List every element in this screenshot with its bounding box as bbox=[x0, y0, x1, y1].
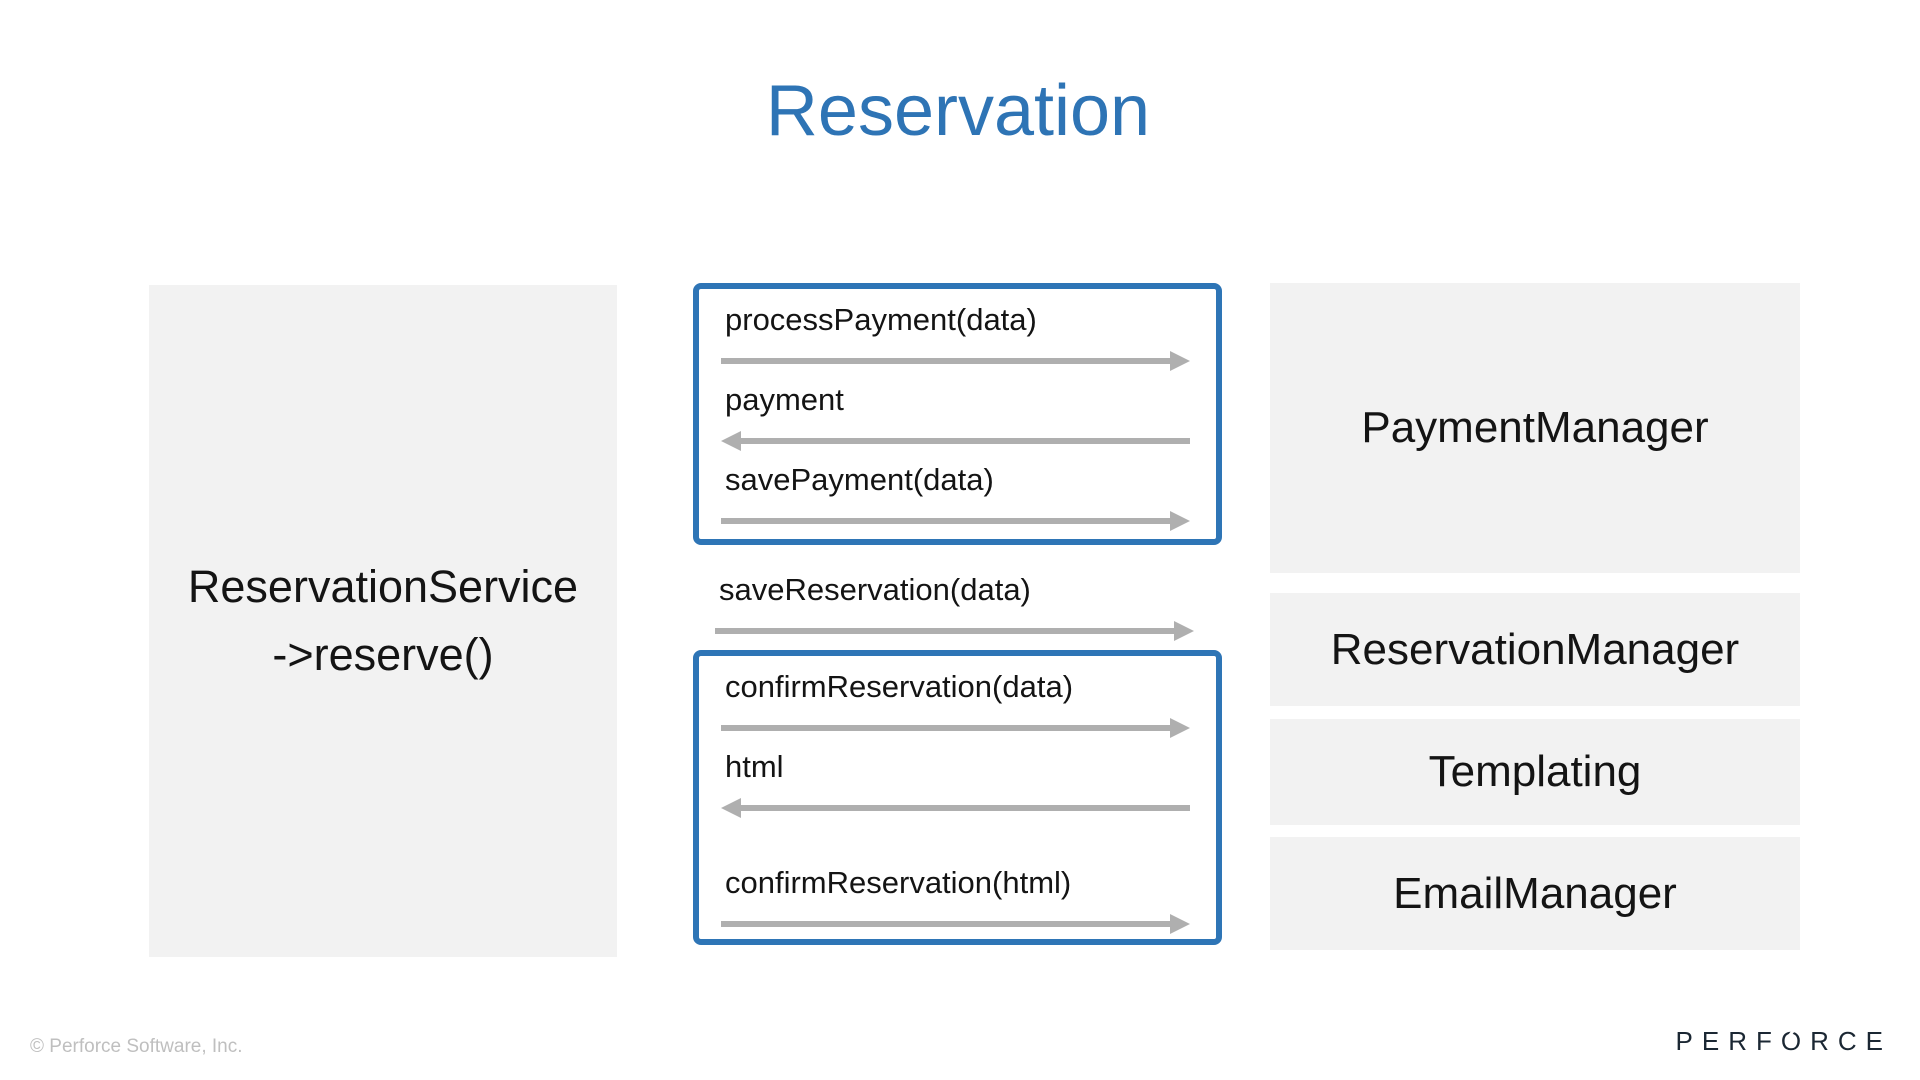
perforce-logo: PERFORCE bbox=[1676, 1026, 1892, 1057]
confirm-message-group: confirmReservation(data) html confirmRes… bbox=[693, 650, 1222, 945]
arrow-left-icon bbox=[721, 798, 1190, 818]
copyright-text: © Perforce Software, Inc. bbox=[30, 1036, 243, 1057]
arrow-shaft bbox=[721, 358, 1174, 364]
message-html: html bbox=[725, 749, 784, 784]
message-process-payment: processPayment(data) bbox=[725, 302, 1037, 337]
arrow-shaft bbox=[721, 518, 1174, 524]
arrow-head bbox=[721, 798, 741, 818]
arrow-shaft bbox=[721, 725, 1174, 731]
reservation-manager-label: ReservationManager bbox=[1330, 624, 1740, 674]
arrow-head bbox=[1174, 621, 1194, 641]
email-manager-panel: EmailManager bbox=[1270, 837, 1800, 950]
message-payment: payment bbox=[725, 382, 844, 417]
message-confirm-reservation-data: confirmReservation(data) bbox=[725, 669, 1074, 704]
reservation-manager-panel: ReservationManager bbox=[1270, 593, 1800, 706]
payment-message-group: processPayment(data) payment savePayment… bbox=[693, 283, 1222, 545]
reservation-service-panel: ReservationService ->reserve() bbox=[149, 285, 617, 957]
arrow-shaft bbox=[737, 438, 1190, 444]
templating-panel: Templating bbox=[1270, 719, 1800, 825]
arrow-head bbox=[1170, 351, 1190, 371]
perforce-logo-o-glyph: O bbox=[1780, 1026, 1811, 1056]
arrow-head bbox=[721, 431, 741, 451]
perforce-logo-text-pre: PERF bbox=[1675, 1026, 1781, 1056]
save-reservation-message: saveReservation(data) bbox=[693, 563, 1222, 641]
slide-title: Reservation bbox=[765, 71, 1151, 151]
arrow-right-icon bbox=[721, 351, 1190, 371]
templating-label: Templating bbox=[1428, 747, 1642, 796]
arrow-head bbox=[1170, 511, 1190, 531]
arrow-right-icon bbox=[715, 621, 1194, 641]
arrow-right-icon bbox=[721, 914, 1190, 934]
arrow-right-icon bbox=[721, 511, 1190, 531]
arrow-head bbox=[1170, 718, 1190, 738]
arrow-shaft bbox=[721, 921, 1174, 927]
arrow-right-icon bbox=[721, 718, 1190, 738]
arrow-head bbox=[1170, 914, 1190, 934]
email-manager-label: EmailManager bbox=[1393, 868, 1677, 918]
perforce-logo-text-post: RCE bbox=[1810, 1026, 1892, 1056]
message-save-payment: savePayment(data) bbox=[725, 462, 994, 497]
arrow-shaft bbox=[715, 628, 1178, 634]
reservation-service-label-line1: ReservationService bbox=[187, 561, 579, 612]
arrow-shaft bbox=[737, 805, 1190, 811]
message-save-reservation: saveReservation(data) bbox=[719, 572, 1031, 607]
payment-manager-panel: PaymentManager bbox=[1270, 283, 1800, 573]
arrow-left-icon bbox=[721, 431, 1190, 451]
message-confirm-reservation-html: confirmReservation(html) bbox=[725, 865, 1072, 900]
reservation-service-label-line2: ->reserve() bbox=[272, 629, 494, 680]
payment-manager-label: PaymentManager bbox=[1361, 403, 1709, 452]
